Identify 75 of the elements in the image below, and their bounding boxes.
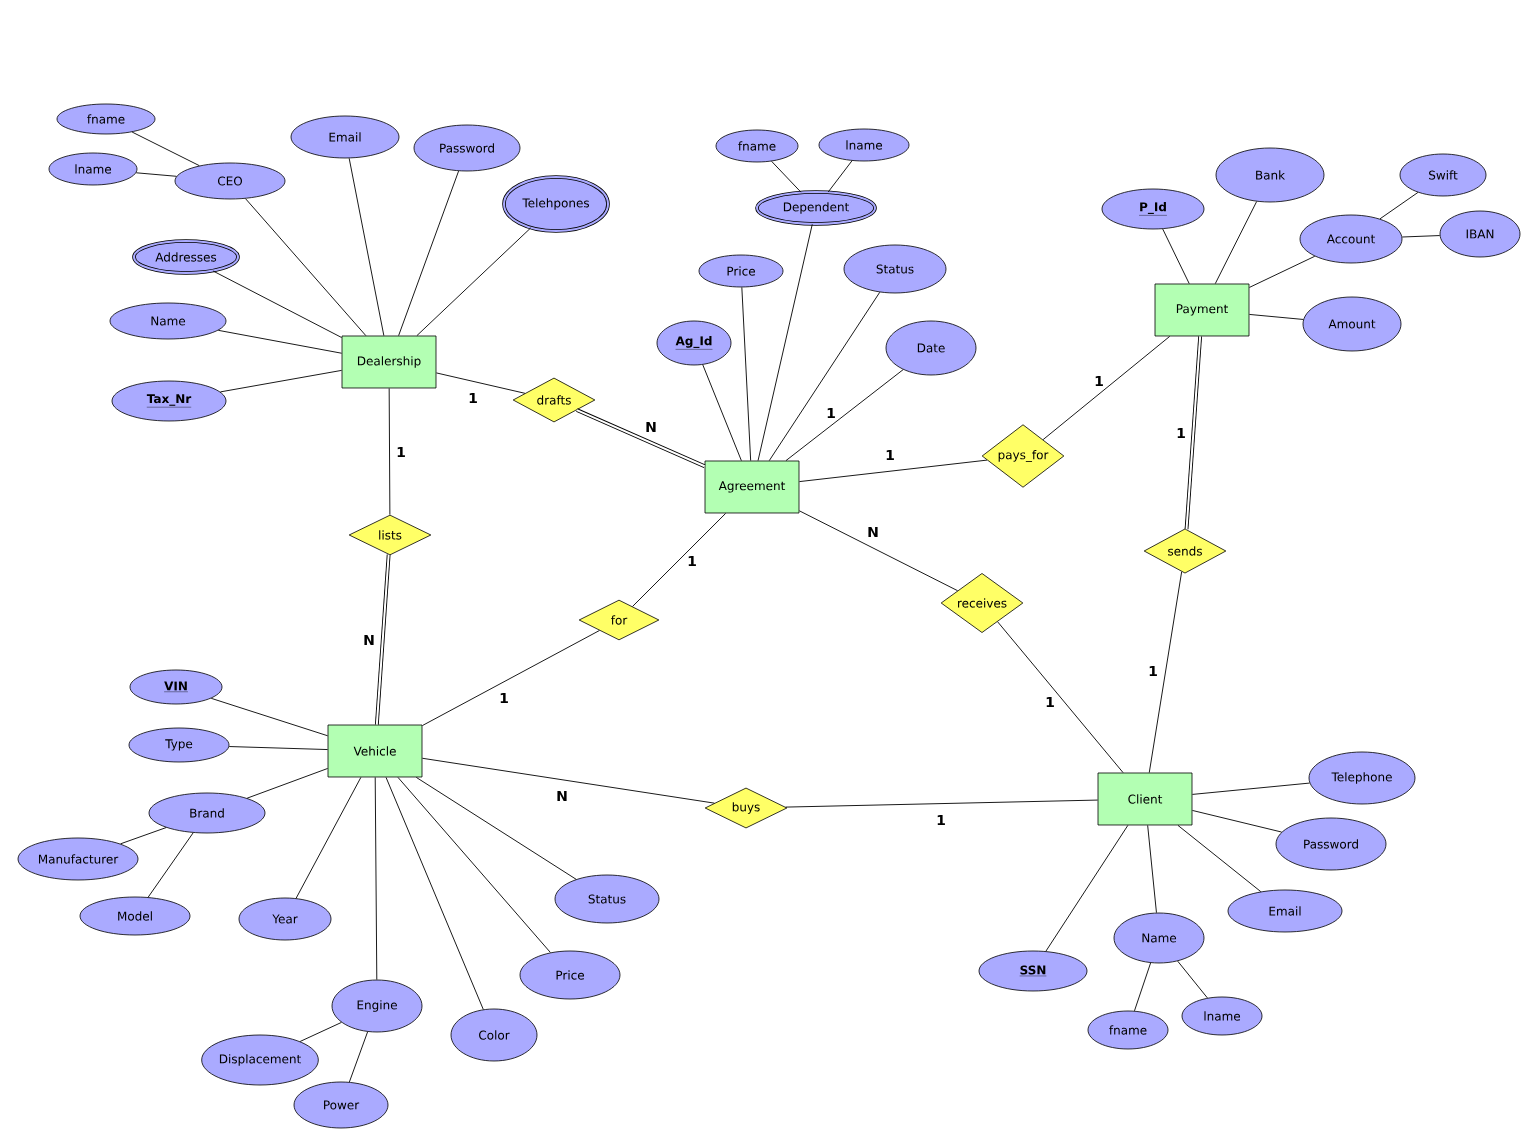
connector-line [1042, 335, 1171, 441]
connector-line [798, 459, 988, 483]
connector-line [435, 372, 526, 394]
connector-line [416, 227, 532, 337]
connector-line [997, 621, 1124, 774]
connector-line [219, 369, 343, 393]
connector-line [702, 364, 742, 462]
connector-line [374, 553, 391, 726]
connector-line [1177, 824, 1262, 893]
connector-line [295, 776, 362, 899]
cardinality-label: 1 [1175, 426, 1187, 440]
connector-line [798, 510, 959, 592]
connector-line [388, 387, 391, 516]
connector-line [246, 768, 329, 799]
connector-line [147, 832, 194, 898]
entity-box: Dealership [341, 335, 437, 389]
cardinality-label: N [866, 525, 880, 539]
cardinality-label: 1 [467, 391, 479, 405]
connector-line [757, 223, 813, 462]
connector-line [1248, 255, 1316, 288]
connector-line [212, 270, 343, 338]
cardinality-label: 1 [935, 813, 947, 827]
entity-box: Client [1097, 772, 1193, 826]
connector-line [1379, 192, 1419, 220]
cardinality-label: N [644, 420, 658, 434]
cardinality-label: 1 [825, 406, 837, 420]
cardinality-label: 1 [1093, 374, 1105, 388]
cardinality-label: 1 [498, 691, 510, 705]
connector-line [210, 697, 329, 737]
entity-box: Vehicle [327, 724, 423, 778]
cardinality-label: 1 [1147, 664, 1159, 678]
connector-line [415, 776, 577, 880]
connector-line [827, 160, 853, 193]
connector-line [1214, 201, 1258, 285]
entity-box: Agreement [704, 460, 800, 514]
cardinality-label: N [362, 633, 376, 647]
connector-line [771, 160, 802, 193]
connector-line [245, 198, 367, 337]
cardinality-label: 1 [884, 448, 896, 462]
connector-line [741, 286, 752, 462]
connector-line [575, 408, 706, 468]
connector-line [1248, 313, 1304, 320]
connector-line [217, 329, 343, 354]
connector-line [348, 157, 385, 337]
cardinality-label: 1 [1044, 695, 1056, 709]
connector-line [1191, 782, 1311, 795]
connector-line [131, 131, 200, 167]
connector-line [228, 746, 329, 750]
connector-line [1177, 960, 1208, 999]
connector-line [398, 170, 460, 337]
connector-line [1191, 810, 1283, 833]
connector-line [1045, 824, 1129, 952]
connector-line [785, 799, 1099, 808]
connector-line [1401, 235, 1441, 238]
connector-line [299, 1021, 342, 1042]
cardinality-label: 1 [686, 554, 698, 568]
connector-line [374, 776, 378, 981]
connector-line [1184, 335, 1203, 531]
connector-line [385, 776, 484, 1010]
connector-line [397, 776, 551, 953]
cardinality-label: N [555, 789, 569, 803]
connector-line [135, 172, 177, 177]
connector-line [421, 630, 600, 726]
connector-line [1148, 571, 1183, 774]
connector-line [785, 369, 904, 462]
connector-line [632, 512, 727, 607]
cardinality-label: 1 [395, 445, 407, 459]
connector-line [1134, 962, 1152, 1012]
connector-line [120, 827, 167, 845]
connector-line [1162, 228, 1190, 285]
entity-box: Payment [1154, 283, 1250, 337]
connector-line [421, 757, 715, 804]
connector-line [348, 1031, 369, 1083]
connector-line [1147, 824, 1157, 914]
connector-line [768, 291, 881, 462]
